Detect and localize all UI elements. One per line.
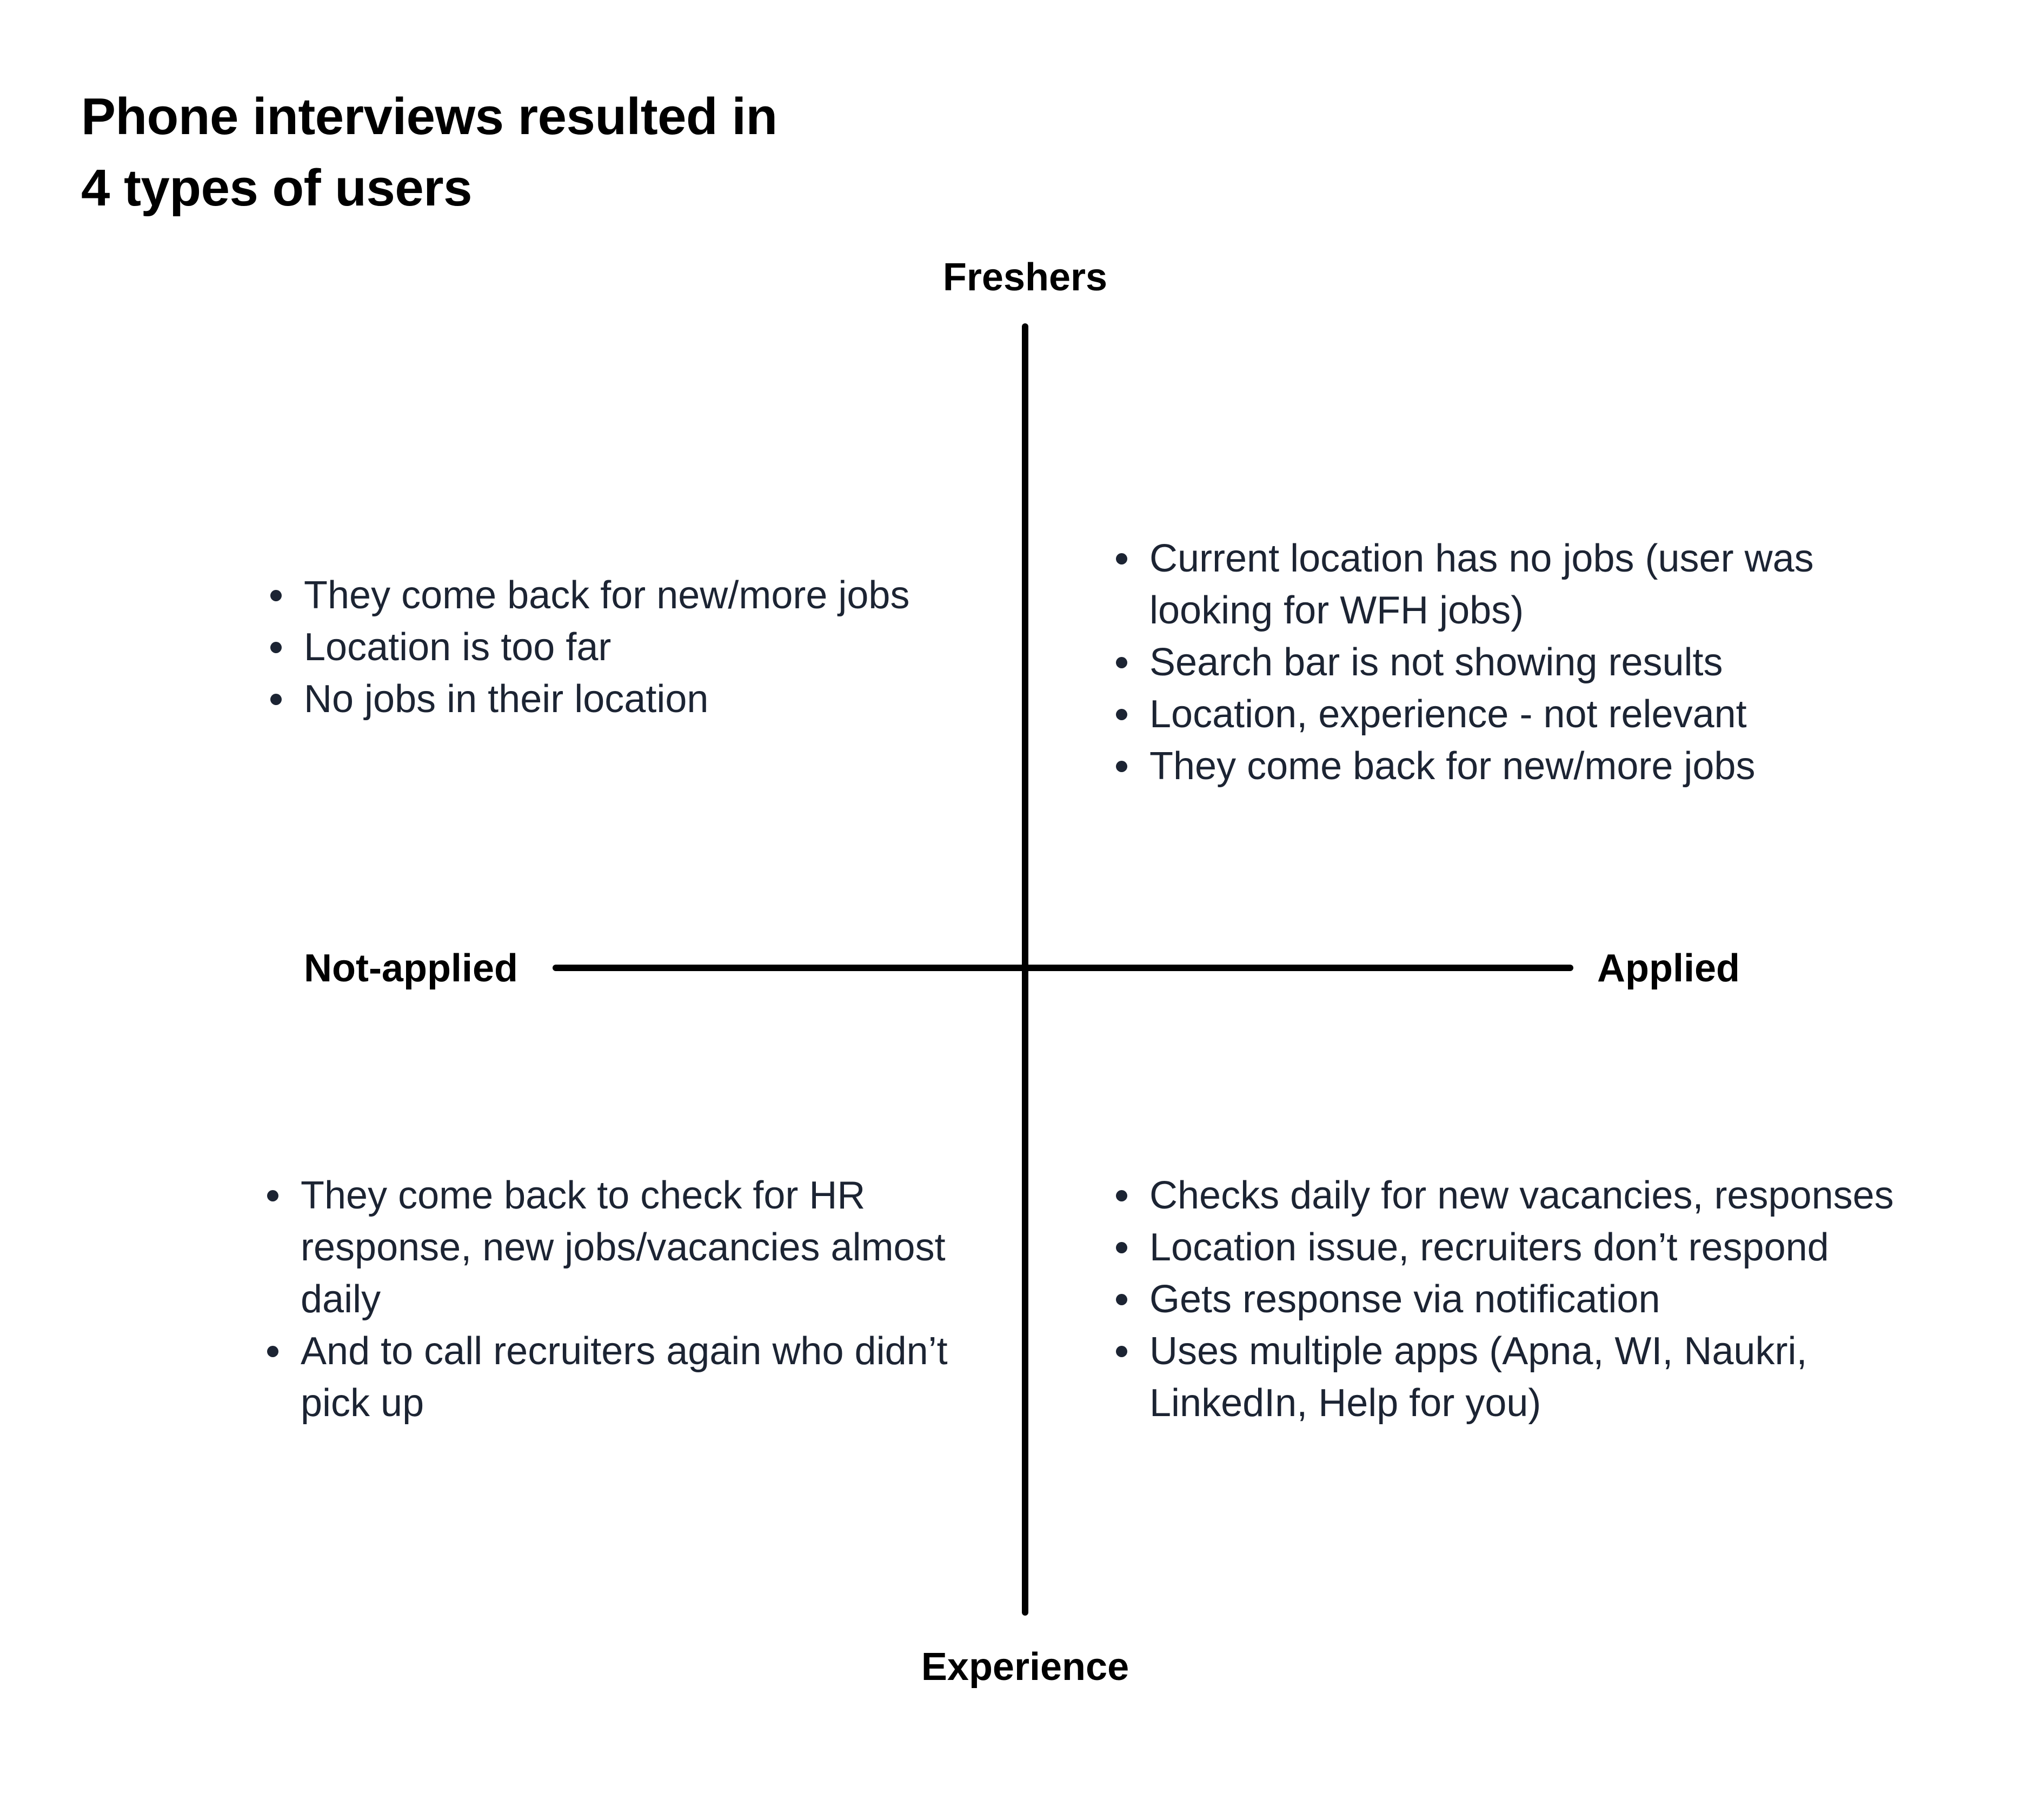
list-item: They come back for new/more jobs xyxy=(266,569,980,621)
axis-label-top: Freshers xyxy=(942,256,1108,299)
list-item: Checks daily for new vacancies, response… xyxy=(1112,1170,1923,1221)
list-item: They come back to check for HR response,… xyxy=(263,1170,976,1325)
list-item: Location, experience - not relevant xyxy=(1112,688,1869,740)
list-item: Location issue, recruiters don’t respond xyxy=(1112,1221,1923,1273)
axis-label-left: Not-applied xyxy=(304,947,518,990)
quadrant-bottom-left: They come back to check for HR response,… xyxy=(263,1170,976,1429)
list-item: And to call recruiters again who didn’t … xyxy=(263,1325,976,1429)
axis-label-right: Applied xyxy=(1597,947,1740,990)
list-item: Search bar is not showing results xyxy=(1112,636,1869,688)
list-item: They come back for new/more jobs xyxy=(1112,740,1869,792)
axis-label-bottom: Experience xyxy=(921,1645,1129,1689)
list-item: Location is too far xyxy=(266,621,980,673)
horizontal-axis-line xyxy=(553,965,1573,971)
list-item: Gets response via notification xyxy=(1112,1273,1923,1325)
quadrant-top-right: Current location has no jobs (user was l… xyxy=(1112,533,1869,792)
quadrant-top-left: They come back for new/more jobs Locatio… xyxy=(266,569,980,725)
list-item: Uses multiple apps (Apna, WI, Naukri, Li… xyxy=(1112,1325,1923,1429)
title-line-2: 4 types of users xyxy=(81,159,472,217)
page-title: Phone interviews resulted in 4 types of … xyxy=(81,81,777,224)
list-item: Current location has no jobs (user was l… xyxy=(1112,533,1869,636)
quadrant-bottom-right: Checks daily for new vacancies, response… xyxy=(1112,1170,1923,1429)
list-item: No jobs in their location xyxy=(266,673,980,725)
title-line-1: Phone interviews resulted in xyxy=(81,88,777,145)
